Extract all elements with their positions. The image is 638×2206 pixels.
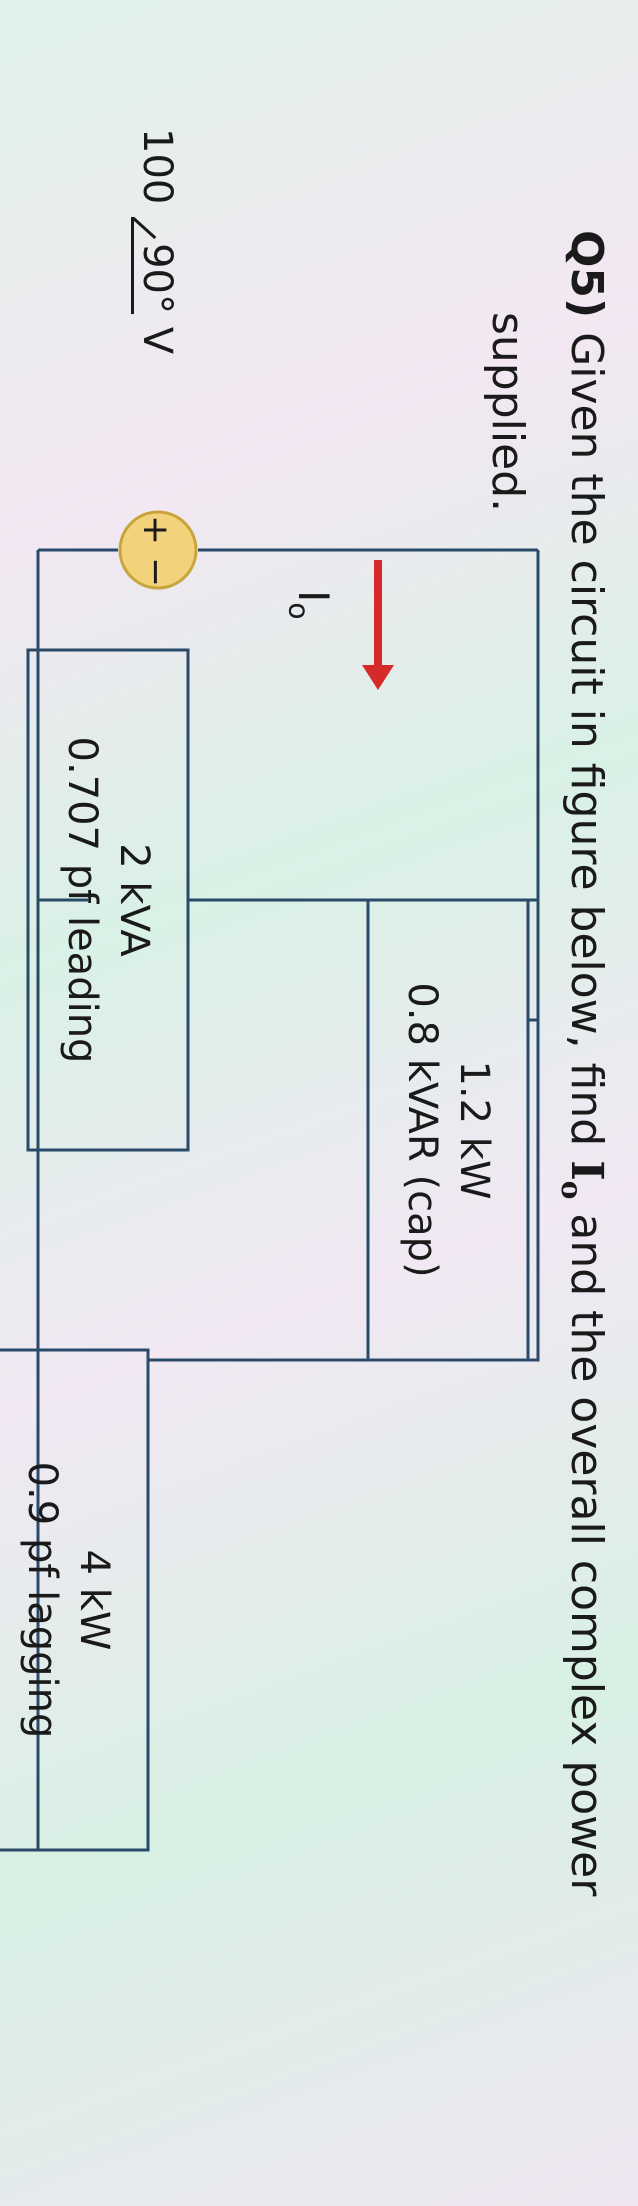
source-minus: − (135, 557, 176, 587)
source-unit: V (134, 313, 180, 355)
load-1-line1: 1.2 kW (451, 1060, 497, 1200)
current-arrow-head-icon (362, 665, 394, 690)
source-plus: + (135, 515, 176, 545)
voltage-source-icon (118, 510, 198, 590)
load-2-line2: 0.707 pf leading (59, 736, 105, 1064)
source-angle: 90° (131, 217, 180, 314)
load-3-box (0, 1348, 150, 1852)
load-2-box (26, 648, 190, 1152)
load-3-label: 4 kW 0.9 pf lagging (16, 1350, 120, 1850)
source-label: 100 90° V (131, 128, 183, 354)
load-2-line1: 2 kVA (111, 843, 157, 957)
source-magnitude: 100 (134, 128, 180, 205)
current-label: Io (282, 590, 338, 620)
load-1-line2: 0.8 kVAR (cap) (399, 982, 445, 1278)
load-3-line1: 4 kW (71, 1549, 117, 1651)
load-2-label: 2 kVA 0.707 pf leading (56, 650, 160, 1150)
load-1-box (366, 898, 530, 1362)
load-1-label: 1.2 kW 0.8 kVAR (cap) (396, 900, 500, 1360)
load-3-line2: 0.9 pf lagging (19, 1461, 65, 1739)
